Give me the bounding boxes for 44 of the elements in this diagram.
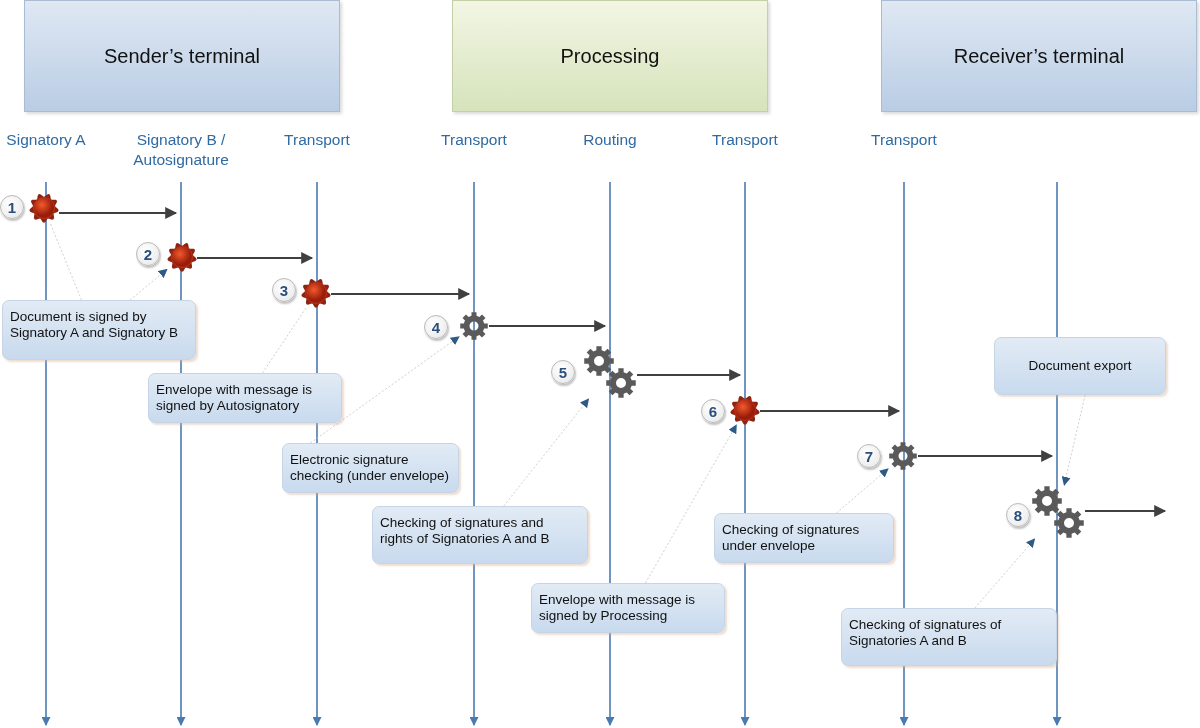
callout-box: Electronic signature checking (under envelope) [282,443,459,493]
arrow [488,320,607,332]
lifeline-label: Signatory B / Autosignature [132,130,230,171]
gear-icon [888,441,918,471]
wax-seal-icon [29,193,59,223]
step-number: 2 [136,242,160,266]
step-number: 3 [272,278,296,302]
arrow [636,369,742,381]
gears-icon [1031,485,1085,539]
leader-line [49,222,82,301]
callout-box: Checking of signatures and rights of Signatories A and B [372,506,588,564]
callout-box: Checking of signatures under envelope [714,513,894,563]
gear-icon [459,311,489,341]
arrow [1084,505,1167,517]
step-number: 4 [424,315,448,339]
swimlane-header: Processing [452,0,768,112]
swimlane-header: Sender’s terminal [24,0,340,112]
arrow [917,450,1054,462]
lifeline-label: Signatory A [5,130,87,150]
step-number: 1 [0,195,24,219]
lifeline-label: Transport [283,130,351,150]
step-number: 6 [701,399,725,423]
callout-box: Checking of signatures of Signatories A and B [841,608,1057,666]
lifeline-label: Transport [711,130,779,150]
swimlane-header: Receiver’s terminal [881,0,1197,112]
step-number: 7 [857,444,881,468]
arrow [330,288,471,300]
lifeline-label: Routing [582,130,638,150]
lifeline-label: Transport [870,130,938,150]
leader-line [262,307,307,374]
step-number: 8 [1006,503,1030,527]
callout-box: Envelope with message is signed by Autosignatory [148,373,342,423]
callout-box: Document is signed by Signatory A and Signatory B [2,300,196,360]
step-number: 5 [551,360,575,384]
arrow [196,252,314,264]
arrow [759,405,901,417]
gears-icon [583,345,637,399]
callout-box: Envelope with message is signed by Processing [531,583,725,633]
lifeline-label: Transport [440,130,508,150]
wax-seal-icon [167,242,197,272]
callout-box: Document export [994,337,1166,395]
arrow [58,207,178,219]
wax-seal-icon [730,395,760,425]
wax-seal-icon [301,278,331,308]
